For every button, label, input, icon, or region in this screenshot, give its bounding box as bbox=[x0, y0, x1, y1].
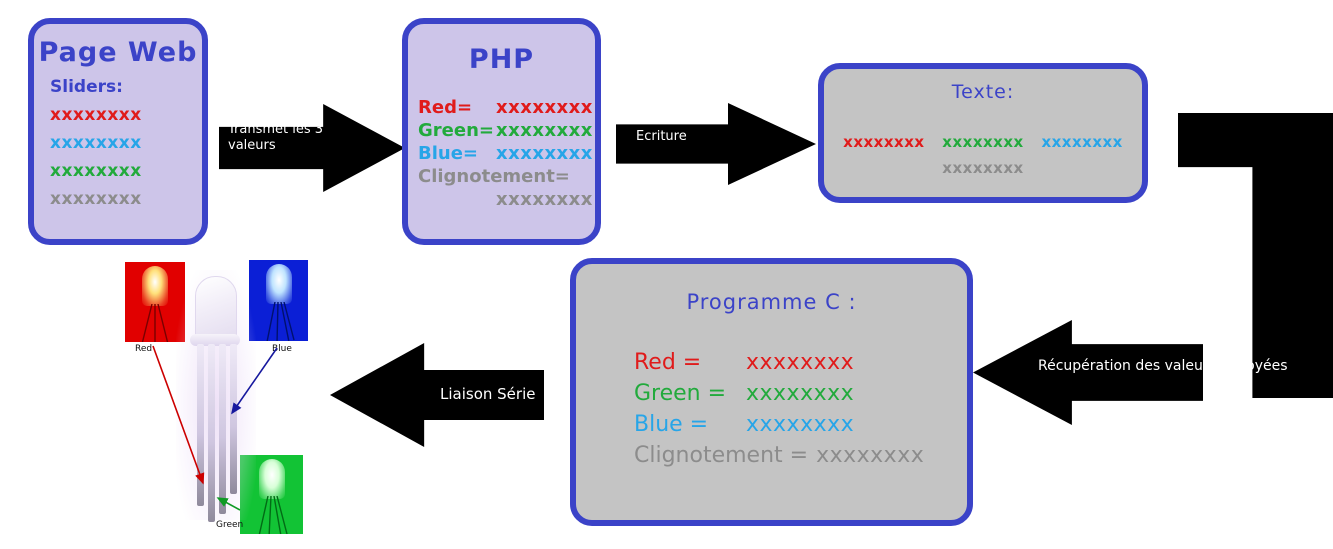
led-leg-4-icon bbox=[230, 344, 237, 494]
programme-c-value-clignotement: xxxxxxxx bbox=[816, 443, 925, 468]
led-red-legs-icon bbox=[141, 303, 169, 342]
led-blue-glow-icon bbox=[265, 264, 292, 305]
php-row-blue: Blue= xxxxxxxx bbox=[418, 143, 595, 164]
programme-c-key-clignotement: Clignotement = bbox=[634, 443, 809, 468]
php-key-red: Red= bbox=[418, 97, 473, 118]
php-title: PHP bbox=[468, 44, 535, 75]
programme-c-box: Programme C : Red = xxxxxxxx Green = xxx… bbox=[570, 258, 973, 526]
texte-line-1: xxxxxxxx xxxxxxxx xxxxxxxx bbox=[824, 133, 1142, 151]
led-leg-2-icon bbox=[208, 344, 215, 522]
programme-c-row-clignotement: Clignotement = xxxxxxxx bbox=[634, 443, 967, 468]
php-value-red: xxxxxxxx bbox=[496, 97, 593, 118]
programme-c-title: Programme C : bbox=[686, 290, 857, 314]
arrow-ecriture-label: Ecriture bbox=[636, 129, 687, 144]
programme-c-value-green: xxxxxxxx bbox=[746, 381, 855, 406]
page-web-slider-blue-value: xxxxxxxx bbox=[50, 133, 142, 153]
php-row-clignotement: Clignotement= bbox=[418, 166, 595, 187]
php-key-clignotement: Clignotement= bbox=[418, 166, 570, 187]
programme-c-row-green: Green = xxxxxxxx bbox=[634, 381, 967, 406]
led-pointer-arrows bbox=[152, 345, 278, 511]
programme-c-row-red: Red = xxxxxxxx bbox=[634, 350, 967, 375]
php-row-clignotement-value: xxxxxxxx bbox=[496, 189, 595, 210]
php-value-green: xxxxxxxx bbox=[496, 120, 593, 141]
led-blue-legs-icon bbox=[266, 302, 295, 341]
led-dome-icon bbox=[195, 276, 237, 342]
php-row-red: Red= xxxxxxxx bbox=[418, 97, 595, 118]
led-red-glow-icon bbox=[142, 266, 168, 306]
rgb-led-illustration: Red Blue Green bbox=[112, 258, 317, 536]
php-box: PHP Red= xxxxxxxx Green= xxxxxxxx Blue= … bbox=[402, 18, 601, 245]
texte-value-green: xxxxxxxx bbox=[942, 133, 1024, 151]
arrow-liaison-serie-label: Liaison Série bbox=[440, 385, 536, 403]
texte-value-blue: xxxxxxxx bbox=[1041, 133, 1123, 151]
texte-value-red: xxxxxxxx bbox=[843, 133, 925, 151]
led-blue-caption: Blue bbox=[272, 344, 292, 354]
programme-c-row-blue: Blue = xxxxxxxx bbox=[634, 412, 967, 437]
php-row-green: Green= xxxxxxxx bbox=[418, 120, 595, 141]
page-web-slider-blink-value: xxxxxxxx bbox=[50, 189, 142, 209]
page-web-slider-red-value: xxxxxxxx bbox=[50, 105, 142, 125]
page-web-box: Page Web Sliders: xxxxxxxx xxxxxxxx xxxx… bbox=[28, 18, 208, 245]
led-flange-icon bbox=[190, 334, 240, 346]
texte-value-blink: xxxxxxxx bbox=[942, 159, 1024, 177]
programme-c-key-green: Green = bbox=[634, 381, 727, 406]
page-web-title: Page Web bbox=[38, 37, 198, 68]
led-green-glow-icon bbox=[258, 458, 285, 499]
texte-title: Texte: bbox=[951, 81, 1015, 103]
programme-c-key-blue: Blue = bbox=[634, 412, 709, 437]
texte-line-2: xxxxxxxx bbox=[824, 159, 1142, 177]
led-green-legs-icon bbox=[258, 496, 288, 534]
led-red-photo bbox=[125, 262, 185, 342]
led-red-caption: Red bbox=[135, 344, 153, 354]
programme-c-value-blue: xxxxxxxx bbox=[746, 412, 855, 437]
led-green-caption: Green bbox=[216, 520, 244, 530]
arrow-recuperation-label: Récupération des valeurs envoyées bbox=[1038, 358, 1288, 374]
led-red-pointer-icon bbox=[152, 345, 205, 485]
arrow-transmet-label: Transmet les 3 valeurs bbox=[228, 122, 324, 154]
php-value-blue: xxxxxxxx bbox=[496, 143, 593, 164]
programme-c-value-red: xxxxxxxx bbox=[746, 350, 855, 375]
programme-c-key-red: Red = bbox=[634, 350, 702, 375]
programme-c-rows: Red = xxxxxxxx Green = xxxxxxxx Blue = x… bbox=[576, 350, 967, 468]
led-leg-3-icon bbox=[219, 344, 226, 514]
php-key-blue: Blue= bbox=[418, 143, 478, 164]
sliders-label: Sliders: bbox=[50, 77, 123, 97]
php-value-clignotement: xxxxxxxx bbox=[496, 189, 593, 210]
led-blue-photo bbox=[249, 260, 308, 341]
led-green-pointer-icon bbox=[216, 497, 241, 511]
led-leg-1-icon bbox=[197, 344, 204, 506]
php-rows: Red= xxxxxxxx Green= xxxxxxxx Blue= xxxx… bbox=[408, 97, 595, 210]
php-key-green: Green= bbox=[418, 120, 494, 141]
texte-box: Texte: xxxxxxxx xxxxxxxx xxxxxxxx xxxxxx… bbox=[818, 63, 1148, 203]
page-web-slider-green-value: xxxxxxxx bbox=[50, 161, 142, 181]
led-blue-pointer-icon bbox=[231, 347, 278, 415]
